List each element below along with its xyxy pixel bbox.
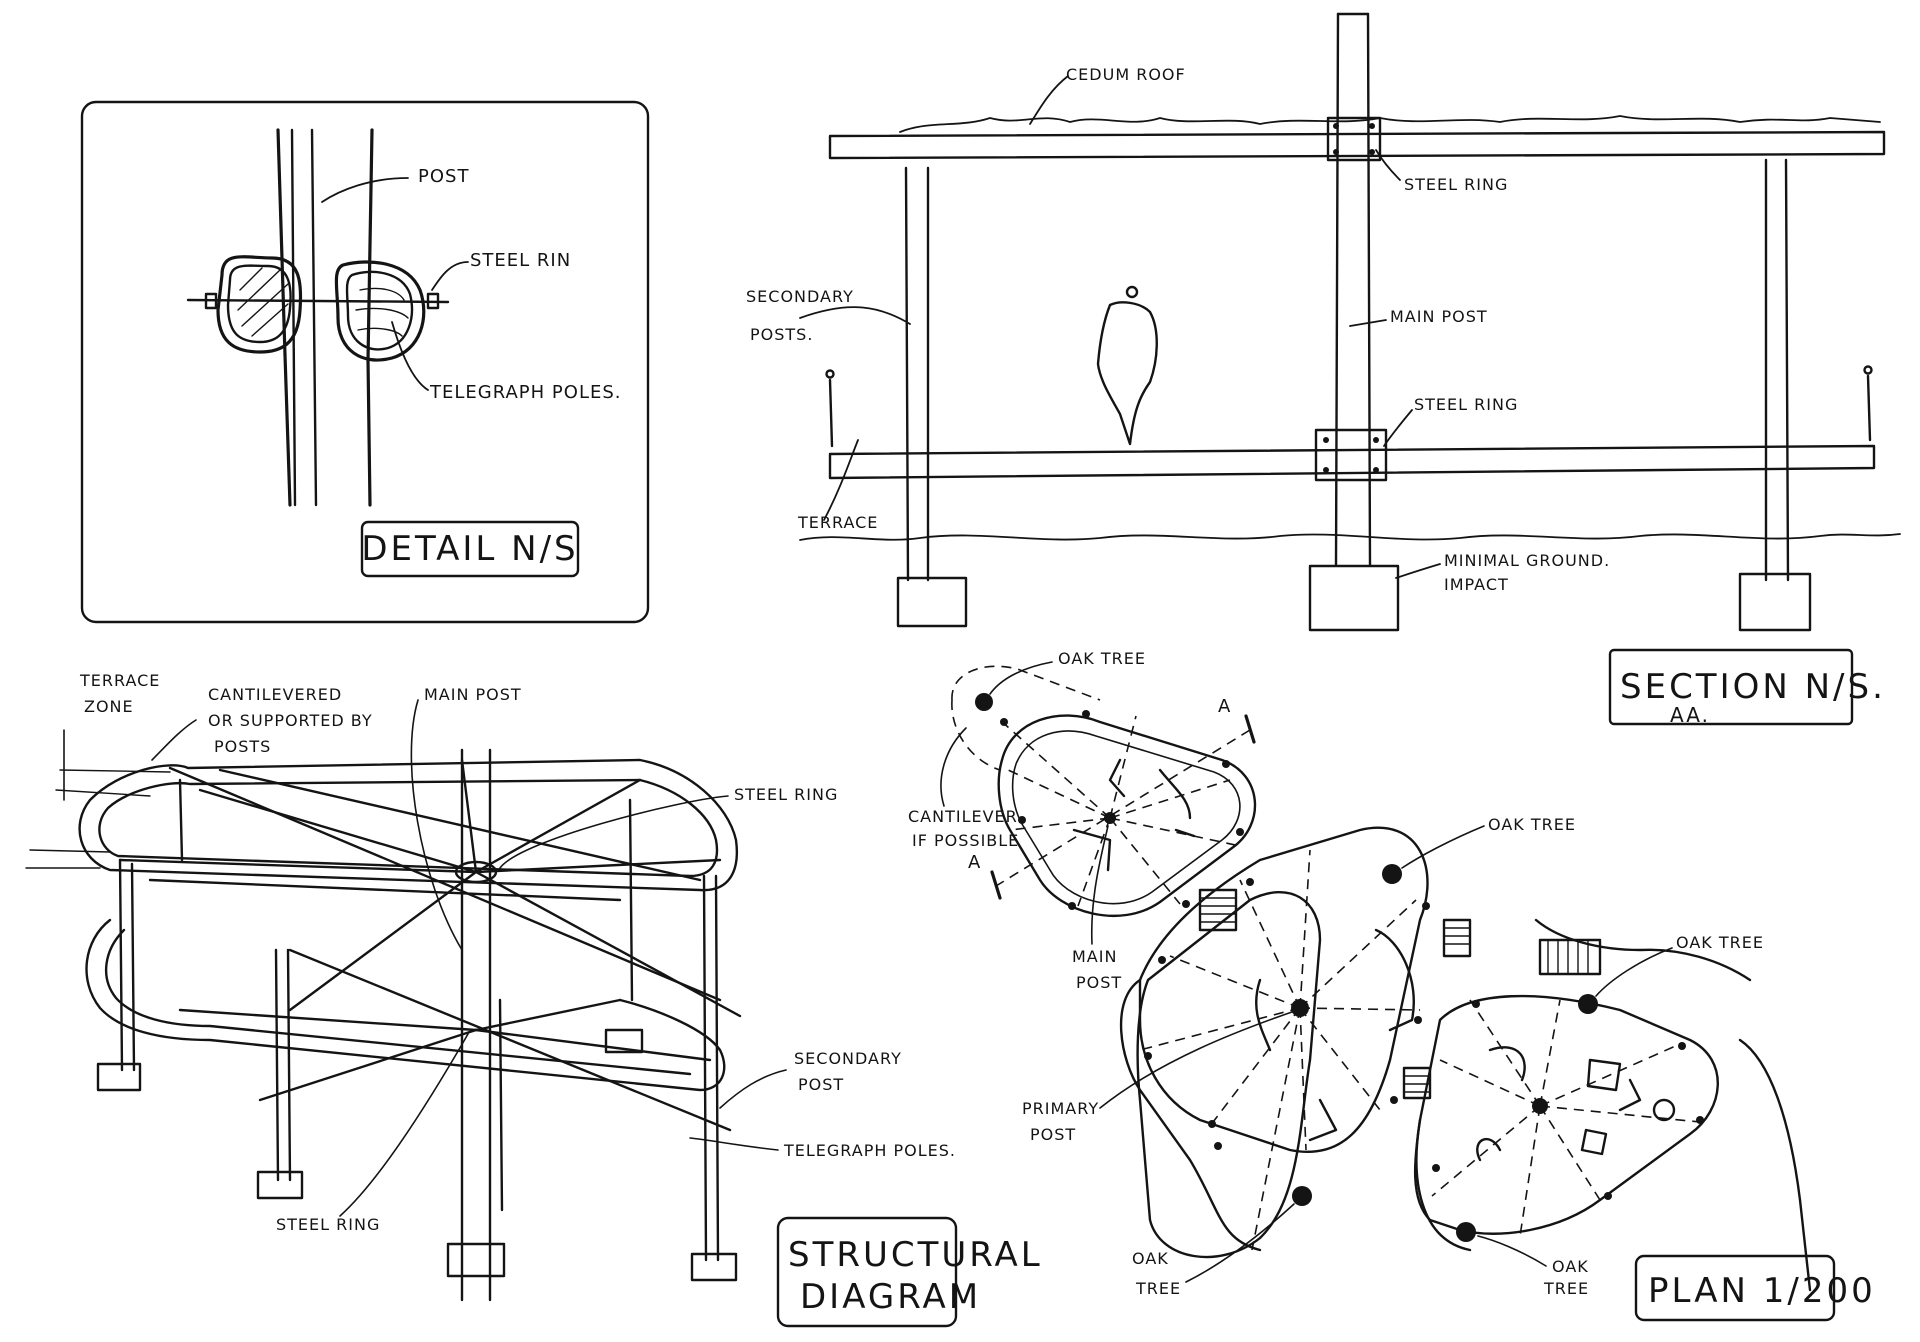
section-title: SECTION N/S. (1620, 667, 1886, 707)
label-post: POST (418, 166, 469, 187)
detail-frame (80, 100, 650, 624)
label-minimal-ground-2: IMPACT (1444, 575, 1509, 594)
plan-drawing: A A PLAN 1/200 OAK TREE CANTILEVER IF PO… (908, 649, 1876, 1322)
structural-diagram: STRUCTURAL DIAGRAM TERRACE ZONE CANTILEV… (25, 671, 1043, 1328)
structural-title-box (776, 1216, 958, 1328)
label-steel-ring-mid: STEEL RING (1414, 395, 1518, 414)
label-cantilever-2: IF POSSIBLE (912, 831, 1019, 850)
label-oak-tree-right: OAK TREE (1488, 815, 1576, 834)
label-steel-ring-top: STEEL RING (1404, 175, 1508, 194)
label-terrace: TERRACE (797, 513, 878, 532)
section-title-sub: AA. (1670, 703, 1710, 727)
label-oak-tree-bottom-left-2: TREE (1135, 1279, 1181, 1298)
plan-title: PLAN 1/200 (1648, 1271, 1876, 1311)
label-secondary-post-2: POST (798, 1075, 844, 1094)
label-main-post-plan-1: MAIN (1072, 947, 1117, 966)
label-oak-tree-far-right: OAK TREE (1676, 933, 1764, 952)
label-oak-tree-bottom-left-1: OAK (1132, 1249, 1169, 1268)
label-primary-post-2: POST (1030, 1125, 1076, 1144)
detail-title: DETAIL N/S (361, 529, 578, 569)
label-main-post-plan-2: POST (1076, 973, 1122, 992)
label-telegraph-poles: TELEGRAPH POLES. (429, 382, 622, 403)
label-steel-ring: STEEL RIN (470, 250, 571, 271)
structural-title-1: STRUCTURAL (788, 1235, 1043, 1275)
label-secondary-posts-1: SECONDARY (746, 287, 854, 306)
label-main-post-struct: MAIN POST (424, 685, 522, 704)
label-telegraph-poles-struct: TELEGRAPH POLES. (783, 1141, 956, 1160)
structural-title-2: DIAGRAM (800, 1277, 981, 1317)
section-drawing: SECTION N/S. AA. CEDUM ROOF STEEL RING S… (746, 12, 1901, 727)
label-oak-tree-bottom-right-2: TREE (1543, 1279, 1589, 1298)
label-steel-ring-struct-bottom: STEEL RING (276, 1215, 380, 1234)
plan-section-marker-bottom: A (968, 852, 981, 873)
label-cantilevered-2: OR SUPPORTED BY (208, 711, 373, 730)
label-main-post: MAIN POST (1390, 307, 1488, 326)
label-secondary-post-1: SECONDARY (794, 1049, 902, 1068)
label-primary-post-1: PRIMARY (1022, 1099, 1099, 1118)
label-cantilevered-3: POSTS (214, 737, 271, 756)
label-minimal-ground-1: MINIMAL GROUND. (1444, 551, 1610, 570)
plan-section-marker-top: A (1218, 696, 1231, 717)
label-cantilever-1: CANTILEVER (908, 807, 1018, 826)
label-cedum-roof: CEDUM ROOF (1066, 65, 1186, 84)
label-cantilevered-1: CANTILEVERED (208, 685, 342, 704)
label-oak-tree-top: OAK TREE (1058, 649, 1146, 668)
label-oak-tree-bottom-right-1: OAK (1552, 1257, 1589, 1276)
detail-drawing: DETAIL N/S POST STEEL RIN TELEGRAPH POLE… (80, 100, 650, 624)
label-terrace-zone-2: ZONE (84, 697, 134, 716)
section-title-box (1608, 648, 1854, 726)
detail-title-box (360, 520, 580, 578)
label-steel-ring-struct-top: STEEL RING (734, 785, 838, 804)
label-terrace-zone-1: TERRACE (79, 671, 160, 690)
label-secondary-posts-2: POSTS. (750, 325, 813, 344)
plan-title-box (1634, 1254, 1836, 1322)
